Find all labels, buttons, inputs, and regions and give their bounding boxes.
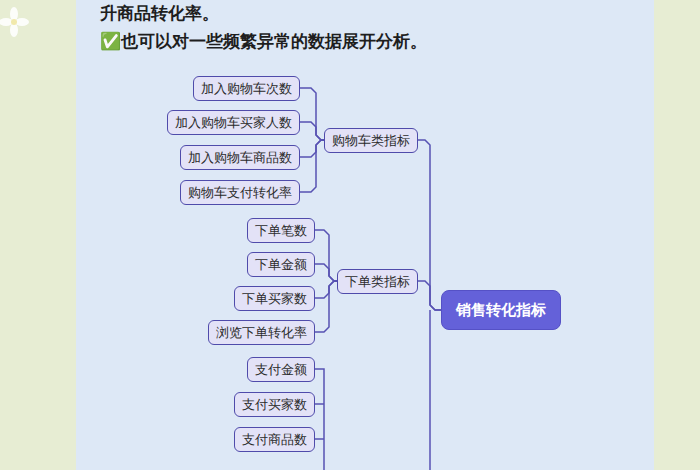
metric-box: 加入购物车次数: [193, 76, 300, 101]
metric-box: 加入购物车买家人数: [167, 110, 300, 135]
category-box: 下单类指标: [337, 269, 418, 294]
connector: [300, 122, 324, 140]
metric-box: 浏览下单转化率: [208, 320, 315, 345]
branch-line: [315, 310, 430, 470]
node-text: 加入购物车商品数: [188, 150, 292, 165]
metric-box: 支付买家数: [234, 392, 315, 417]
node-text: 销售转化指标: [456, 301, 546, 319]
metric-box: 购物车支付转化率: [180, 180, 300, 205]
node-text: 支付买家数: [242, 397, 307, 412]
node-text: 购物车类指标: [332, 133, 410, 148]
node-text: 下单金额: [255, 257, 307, 272]
metric-box: 下单买家数: [234, 286, 315, 311]
connector: [418, 281, 441, 310]
root-node: 销售转化指标: [441, 290, 561, 330]
metric-box: 支付金额: [247, 357, 315, 382]
metric-box: 支付商品数: [234, 427, 315, 452]
connector: [300, 88, 324, 140]
node-text: 加入购物车买家人数: [175, 115, 292, 130]
node-text: 下单类指标: [345, 274, 410, 289]
metric-box: 下单金额: [247, 252, 315, 277]
heading-text: ✅也可以对一些频繁异常的数据展开分析。: [100, 30, 427, 53]
metric-box: 下单笔数: [247, 218, 315, 243]
node-text: 支付金额: [255, 362, 307, 377]
connector: [300, 140, 324, 157]
category-box: 购物车类指标: [324, 128, 418, 153]
connector: [300, 140, 324, 192]
connector: [315, 281, 337, 298]
node-text: 购物车支付转化率: [188, 185, 292, 200]
node-text: 浏览下单转化率: [216, 325, 307, 340]
connector: [418, 140, 441, 310]
flower-ornament: [0, 7, 29, 37]
background-panel: [76, 0, 654, 470]
connector: [315, 264, 337, 281]
node-text: 下单笔数: [255, 223, 307, 238]
heading-text: 升商品转化率。: [100, 2, 219, 25]
node-text: 加入购物车次数: [201, 81, 292, 96]
connector: [315, 230, 337, 281]
connector: [315, 281, 337, 332]
node-text: 支付商品数: [242, 432, 307, 447]
node-text: 下单买家数: [242, 291, 307, 306]
metric-box: 加入购物车商品数: [180, 145, 300, 170]
